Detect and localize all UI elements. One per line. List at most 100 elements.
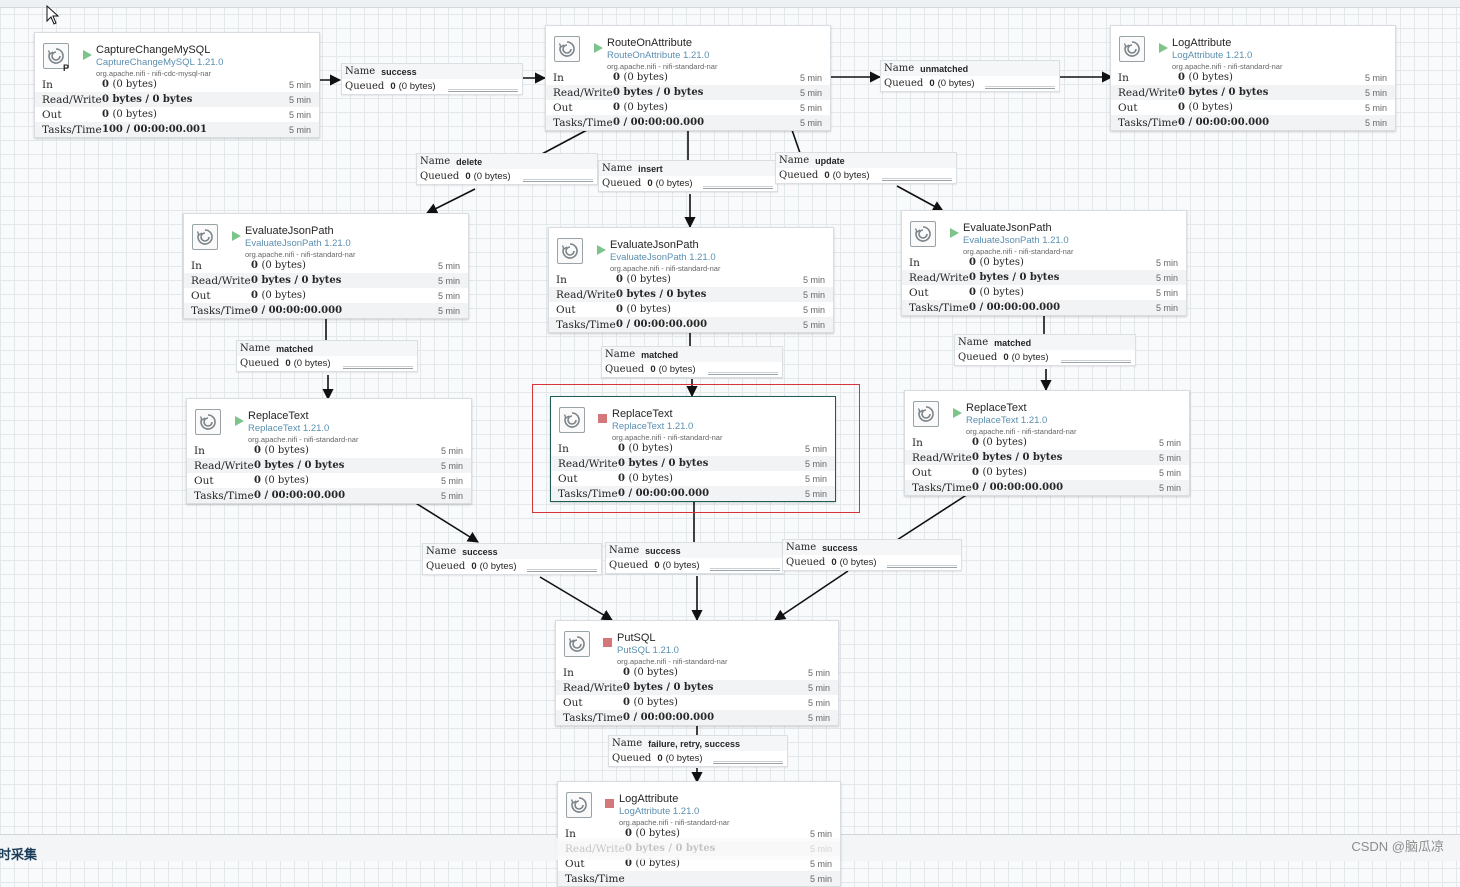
processor-bundle: org.apache.nifi - nifi-standard-nar xyxy=(248,435,359,444)
connection-relationship: success xyxy=(822,542,858,553)
stat-window: 5 min xyxy=(799,72,822,83)
queued-count: 0 xyxy=(650,364,656,375)
stat-label: Read/Write xyxy=(1118,86,1178,99)
connection-queued-label: Queued xyxy=(884,78,924,89)
queued-count: 0 xyxy=(824,170,830,181)
connection-line[interactable] xyxy=(539,576,613,621)
stat-label: Read/Write xyxy=(194,459,254,472)
stat-window: 5 min xyxy=(440,445,463,456)
processor-name[interactable]: ReplaceText xyxy=(966,402,1027,414)
connection-queued-label: Queued xyxy=(612,753,652,764)
stat-window: 5 min xyxy=(437,260,460,271)
stat-window: 5 min xyxy=(1364,87,1387,98)
connection-name-label: Name xyxy=(609,545,640,556)
connection-line[interactable] xyxy=(539,129,588,156)
queue-backpressure-bar xyxy=(887,567,957,568)
connection-name-label: Name xyxy=(605,349,636,360)
connection-queued-label: Queued xyxy=(958,352,998,363)
stat-label: Read/Write xyxy=(912,451,972,464)
connection-queued-label: Queued xyxy=(420,171,460,182)
breadcrumb-text[interactable]: 时采集 xyxy=(0,847,38,862)
stat-label: Read/Write xyxy=(191,274,251,287)
queued-count: 0 xyxy=(654,560,660,571)
processor-name[interactable]: CaptureChangeMySQL xyxy=(96,44,211,56)
processor-name[interactable]: RouteOnAttribute xyxy=(607,37,692,49)
stat-label: Out xyxy=(194,474,214,487)
stat-window: 5 min xyxy=(809,828,832,839)
stat-window: 5 min xyxy=(1155,272,1178,283)
processor-bundle: org.apache.nifi - nifi-standard-nar xyxy=(612,433,723,442)
processor-name[interactable]: LogAttribute xyxy=(1172,37,1232,49)
connection-line[interactable] xyxy=(896,185,944,212)
processor-type: RouteOnAttribute 1.21.0 xyxy=(607,50,710,61)
connection-line[interactable] xyxy=(791,129,801,154)
processor-icon xyxy=(195,409,221,435)
processor-name[interactable]: EvaluateJsonPath xyxy=(245,225,334,237)
processor-name[interactable]: PutSQL xyxy=(617,632,656,644)
stat-window: 5 min xyxy=(437,275,460,286)
stat-value: 0 xyxy=(1178,102,1185,113)
stat-value: 0 bytes / 0 bytes xyxy=(254,460,345,471)
processor-name[interactable]: ReplaceText xyxy=(612,408,673,420)
queue-backpressure-bar xyxy=(343,368,413,369)
stat-label: Out xyxy=(909,286,929,299)
connection-line[interactable] xyxy=(896,493,969,541)
connection-line[interactable] xyxy=(413,501,479,543)
stat-window: 5 min xyxy=(1155,302,1178,313)
stat-label: Tasks/Time xyxy=(556,318,616,331)
connection-queued-label: Queued xyxy=(779,170,819,181)
connection-queued-label: Queued xyxy=(345,81,385,92)
stat-size: (0 bytes) xyxy=(1188,72,1233,83)
processor-name[interactable]: LogAttribute xyxy=(619,793,679,805)
connection-line[interactable] xyxy=(774,570,849,621)
connection-line[interactable] xyxy=(425,188,476,214)
stat-window: 5 min xyxy=(807,682,830,693)
queued-count: 0 xyxy=(929,78,935,89)
processor-name[interactable]: ReplaceText xyxy=(248,410,309,422)
processor-name[interactable]: EvaluateJsonPath xyxy=(610,239,699,251)
stat-window: 5 min xyxy=(440,460,463,471)
stat-window: 5 min xyxy=(1155,257,1178,268)
stat-value: 0 xyxy=(616,304,623,315)
connection-queued-label: Queued xyxy=(240,358,280,369)
mouse-cursor-icon xyxy=(46,5,60,25)
processor-type: ReplaceText 1.21.0 xyxy=(612,421,694,432)
stat-size: (0 bytes) xyxy=(261,260,306,271)
processor-name[interactable]: EvaluateJsonPath xyxy=(963,222,1052,234)
connection-name-label: Name xyxy=(786,542,817,553)
